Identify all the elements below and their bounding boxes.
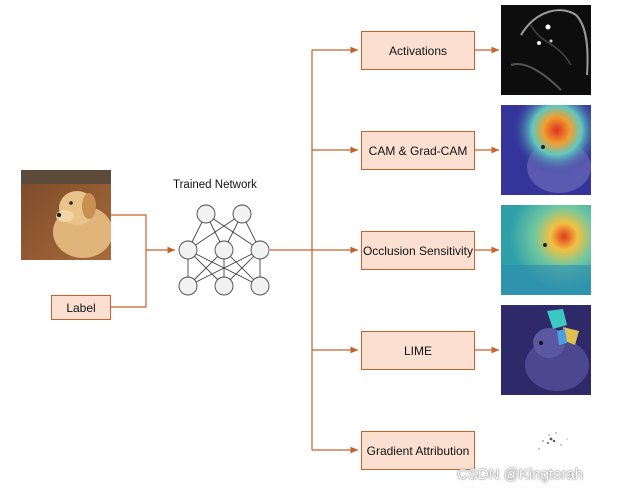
- lime-box: LIME: [361, 331, 475, 370]
- dog-photo-image: [21, 170, 111, 260]
- gradient-attribution-box: Gradient Attribution: [361, 431, 475, 470]
- label-box: Label: [51, 295, 111, 320]
- cam-gradcam-box: CAM & Grad-CAM: [361, 131, 475, 170]
- network-label: Trained Network: [173, 179, 257, 191]
- lime-superpixel-image: [501, 305, 591, 395]
- label-to-network-connector: [110, 250, 147, 308]
- image-to-network-connector: [110, 214, 175, 254]
- gradcam-heatmap-image: [501, 105, 591, 195]
- gradient-attribution-image: [501, 405, 591, 495]
- activation-map-image: [501, 5, 591, 95]
- activations-box: Activations: [361, 31, 475, 70]
- neural-network-icon: [178, 204, 270, 296]
- occlusion-heatmap-image: [501, 205, 591, 295]
- watermark: CSDN @Kingtorah: [457, 466, 584, 483]
- occlusion-sensitivity-box: Occlusion Sensitivity: [361, 231, 475, 270]
